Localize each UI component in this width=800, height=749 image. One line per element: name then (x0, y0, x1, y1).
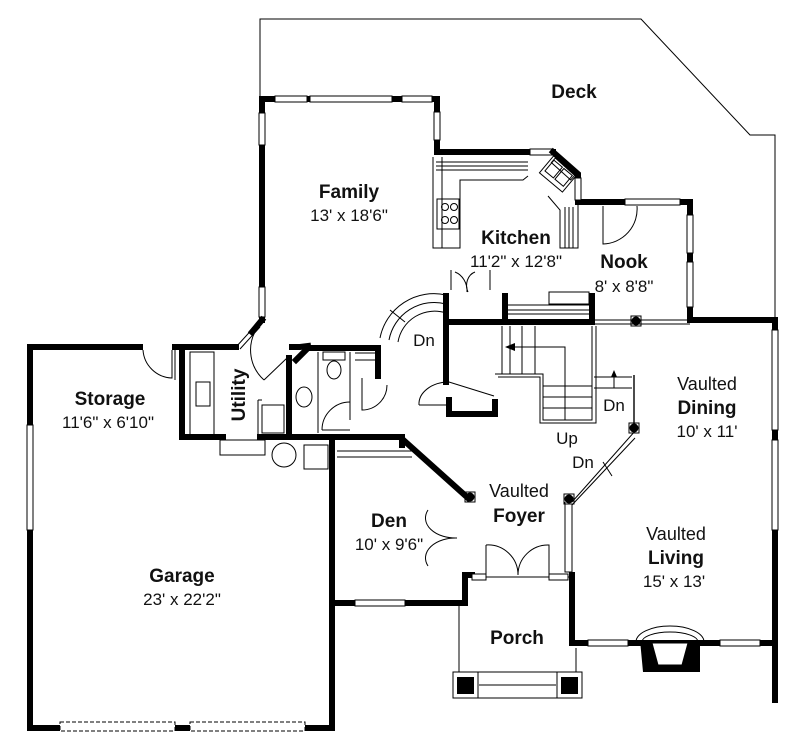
room-size-family: 13' x 18'6" (310, 206, 388, 225)
storage-walls (142, 349, 176, 380)
stair-label-main-dn: Dn (603, 396, 625, 415)
stair-label-foyer-dn: Dn (572, 453, 594, 472)
room-size-living: 15' x 13' (643, 572, 705, 591)
spiral-stair (379, 293, 447, 343)
room-size-garage: 23' x 22'2" (143, 590, 221, 609)
stair-core (418, 270, 635, 428)
den-walls (329, 434, 476, 607)
room-label-utility: Utility (229, 368, 250, 421)
room-size-den: 10' x 9'6" (355, 535, 423, 554)
room-label-dining: Dining (677, 398, 736, 419)
room-prefix-living: Vaulted (646, 524, 706, 544)
room-label-den: Den (371, 511, 407, 532)
room-size-dining: 10' x 11' (677, 422, 738, 441)
room-label-garage: Garage (149, 566, 214, 587)
stair-label-spiral-dn: Dn (413, 331, 435, 350)
room-label-family: Family (319, 182, 380, 203)
deck-outline (259, 18, 776, 320)
room-label-living: Living (648, 548, 704, 569)
room-label-storage: Storage (75, 389, 146, 410)
porch-outline (452, 605, 583, 699)
room-prefix-foyer: Vaulted (489, 481, 549, 501)
garage-walls (26, 344, 335, 732)
living-walls (569, 329, 779, 672)
room-label-deck: Deck (551, 82, 597, 103)
room-label-kitchen: Kitchen (481, 228, 551, 249)
room-size-kitchen: 11'2" x 12'8" (470, 252, 562, 271)
room-size-nook: 8' x 8'8" (595, 277, 654, 296)
foyer-walls (471, 422, 640, 581)
room-label-porch: Porch (490, 628, 544, 649)
room-label-nook: Nook (600, 252, 648, 273)
nook-walls (587, 198, 778, 703)
stair-label-main-up: Up (556, 429, 578, 448)
room-label-foyer: Foyer (493, 506, 545, 527)
family-walls (247, 95, 441, 337)
room-prefix-dining: Vaulted (677, 374, 737, 394)
room-size-storage: 11'6" x 6'10" (62, 413, 154, 432)
